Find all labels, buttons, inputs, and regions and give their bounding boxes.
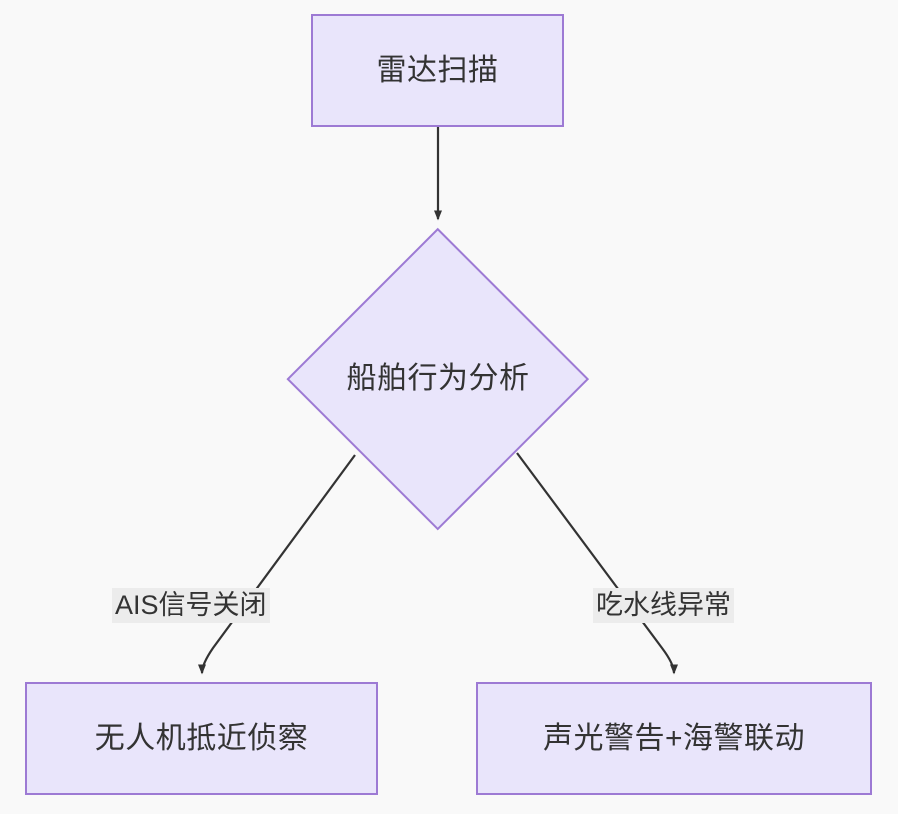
node-alarm-coastguard[interactable]: 声光警告+海警联动 [476, 682, 872, 795]
node-ship-behavior[interactable]: 船舶行为分析 [287, 228, 589, 530]
edge-behavior-to-drone [198, 454, 356, 675]
node-drone-recon-label: 无人机抵近侦察 [94, 721, 309, 755]
node-radar-scan[interactable]: 雷达扫描 [311, 14, 564, 127]
node-drone-recon[interactable]: 无人机抵近侦察 [25, 682, 378, 795]
node-radar-scan-label: 雷达扫描 [376, 53, 499, 87]
edge-label-ais-off: AIS信号关闭 [112, 588, 270, 623]
node-ship-behavior-label: 船舶行为分析 [346, 362, 530, 395]
edge-label-waterline-abnormal: 吃水线异常 [593, 588, 734, 623]
edge-behavior-to-alarm [516, 452, 678, 675]
node-alarm-coastguard-label: 声光警告+海警联动 [542, 721, 806, 755]
